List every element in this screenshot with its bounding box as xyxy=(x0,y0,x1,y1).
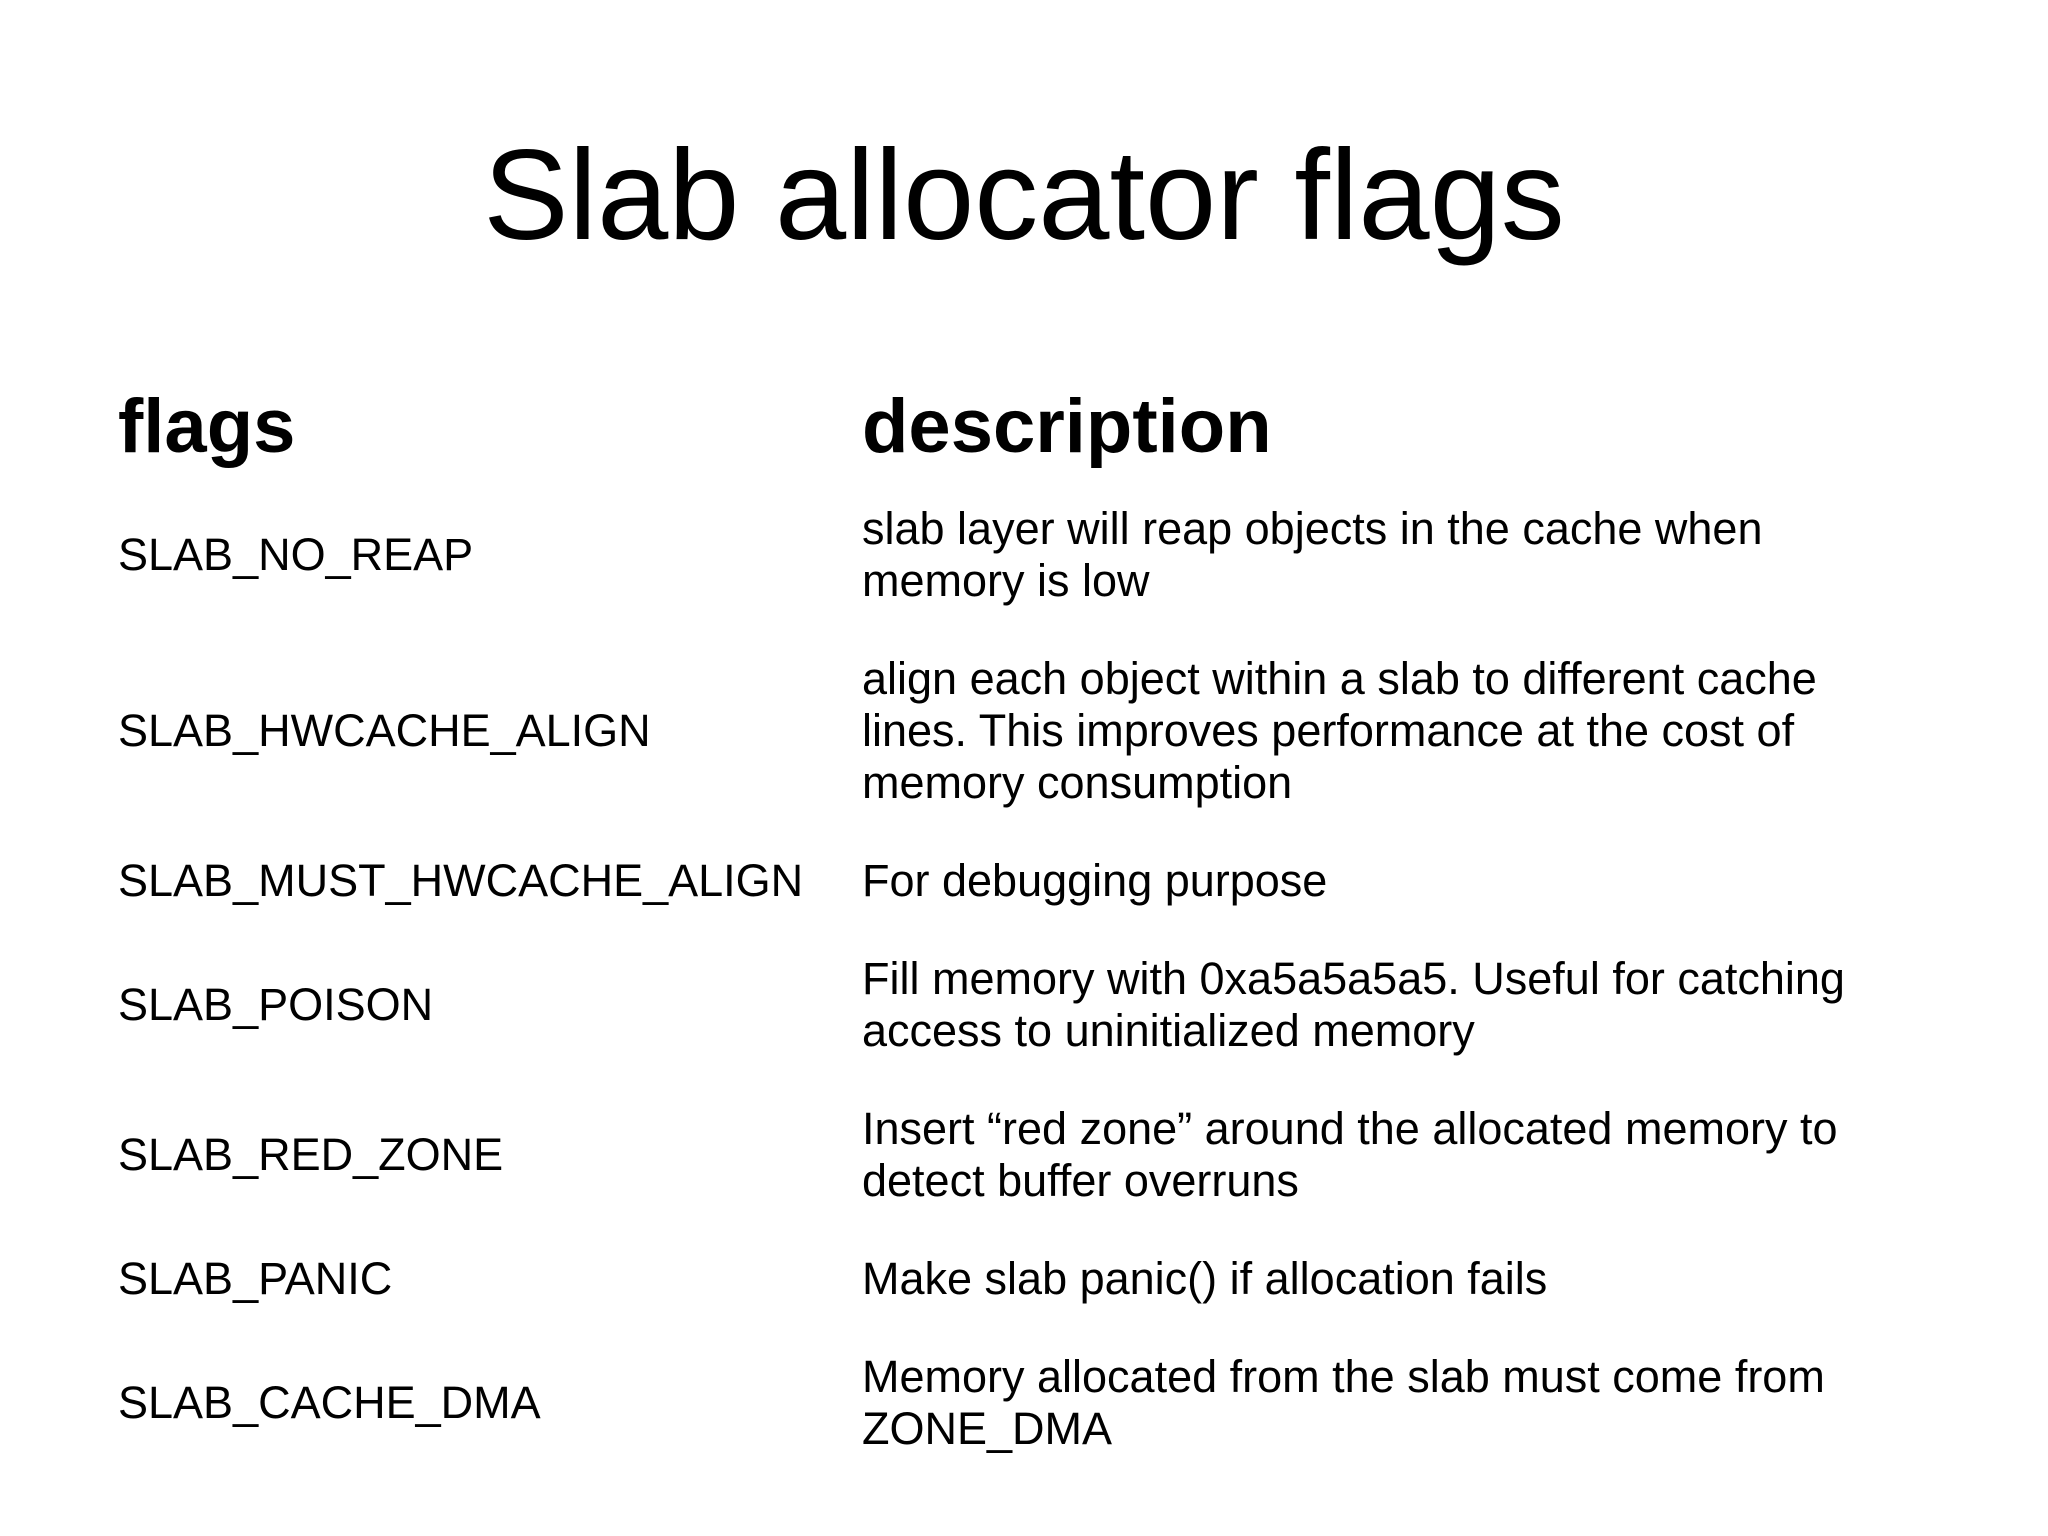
table-row: SLAB_NO_REAP slab layer will reap object… xyxy=(118,503,1862,607)
flags-table: flags description SLAB_NO_REAP slab laye… xyxy=(118,383,1862,1501)
flag-name: SLAB_RED_ZONE xyxy=(118,1129,504,1180)
column-header-flags: flags xyxy=(118,384,296,469)
flag-name: SLAB_PANIC xyxy=(118,1253,393,1304)
table-row: SLAB_CACHE_DMA Memory allocated from the… xyxy=(118,1351,1862,1455)
column-header-description: description xyxy=(862,384,1272,469)
flag-name: SLAB_MUST_HWCACHE_ALIGN xyxy=(118,855,804,906)
flag-description: Insert “red zone” around the allocated m… xyxy=(862,1103,1838,1206)
flag-name: SLAB_CACHE_DMA xyxy=(118,1377,541,1428)
table-row: SLAB_HWCACHE_ALIGN align each object wit… xyxy=(118,653,1862,809)
flag-description: align each object within a slab to diffe… xyxy=(862,653,1817,808)
table-header-row: flags description xyxy=(118,383,1862,470)
flag-name: SLAB_NO_REAP xyxy=(118,529,474,580)
table-row: SLAB_PANIC Make slab panic() if allocati… xyxy=(118,1253,1862,1305)
flag-description: slab layer will reap objects in the cach… xyxy=(862,503,1763,606)
flag-name: SLAB_HWCACHE_ALIGN xyxy=(118,705,651,756)
flag-description: Make slab panic() if allocation fails xyxy=(862,1253,1548,1304)
flag-name: SLAB_POISON xyxy=(118,979,434,1030)
table-row: SLAB_RED_ZONE Insert “red zone” around t… xyxy=(118,1103,1862,1207)
table-row: SLAB_POISON Fill memory with 0xa5a5a5a5.… xyxy=(118,953,1862,1057)
page-title: Slab allocator flags xyxy=(483,124,1565,267)
table-row: SLAB_MUST_HWCACHE_ALIGN For debugging pu… xyxy=(118,855,1862,907)
flag-description: Memory allocated from the slab must come… xyxy=(862,1351,1825,1454)
flag-description: Fill memory with 0xa5a5a5a5. Useful for … xyxy=(862,953,1845,1056)
flag-description: For debugging purpose xyxy=(862,855,1328,906)
